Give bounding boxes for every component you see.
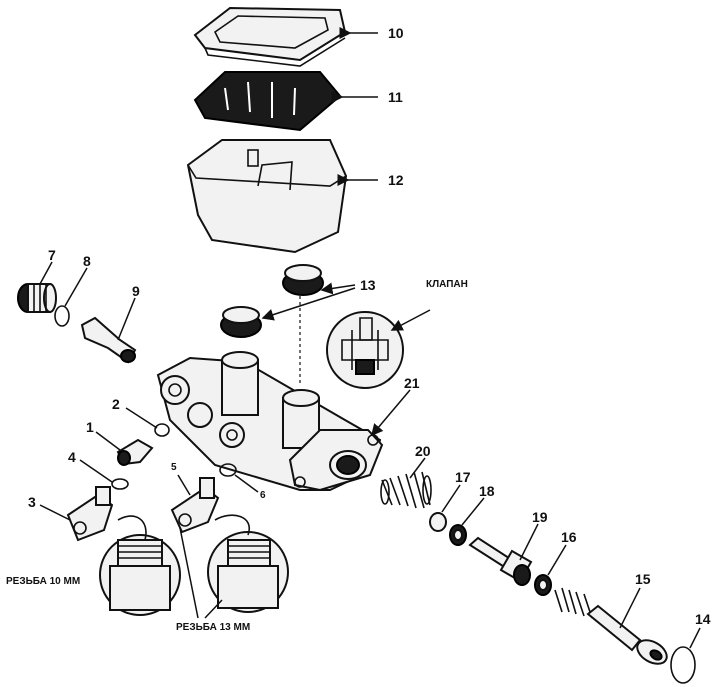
label-6: 6 [260,490,266,501]
leader-1 [95,431,121,451]
arrow-thread-10 [117,515,147,541]
leader-13a [320,282,356,295]
leader-14 [689,627,701,649]
label-5: 5 [171,462,177,473]
label-4: 4 [68,449,76,465]
o-ring-6 [219,463,237,477]
leader-9 [117,297,136,341]
leader-2 [125,407,158,429]
retaining-ring-14 [670,646,696,684]
leader-thread-13b [204,599,223,619]
label-20: 20 [415,443,431,459]
label-19: 19 [532,509,548,525]
label-15: 15 [635,571,651,587]
seal-17 [429,512,447,532]
secondary-piston-19 [468,536,533,586]
leader-4 [79,459,113,483]
label-12: 12 [388,172,404,188]
primary-piston-15 [554,587,668,665]
spring-20 [380,471,432,509]
leader-20 [409,457,426,479]
o-ring-4 [111,478,129,490]
o-ring-2 [154,423,170,437]
fitting-1 [116,438,154,466]
reservoir-body-12 [186,139,348,254]
leader-valve [390,309,431,331]
leader-13b [261,287,356,321]
leader-6 [234,474,259,493]
leader-21 [371,389,411,437]
label-21: 21 [404,375,420,391]
label-16: 16 [561,529,577,545]
master-cylinder-body [156,351,384,492]
arrow-thread-13 [214,514,251,536]
leader-5 [177,474,191,496]
label-11: 11 [388,89,403,105]
label-3: 3 [28,494,36,510]
label-9: 9 [132,283,140,299]
caption-valve: КЛАПАН [426,279,468,290]
valve-inset [326,311,404,389]
grommet-13a [282,264,324,296]
valve-fitting-9 [80,316,137,364]
diaphragm-seal-11 [193,71,342,132]
leader-15 [619,587,641,629]
adapter-3 [66,486,114,542]
caption-thread-10: РЕЗЬБА 10 ММ [6,576,80,587]
o-ring-8 [54,305,70,327]
leader-17 [441,484,461,513]
adapter-5 [170,477,220,534]
leader-7 [39,261,53,285]
label-1: 1 [86,419,94,435]
thread-10-inset [99,534,181,616]
label-17: 17 [455,469,471,485]
label-13: 13 [360,277,376,293]
leader-3 [39,504,71,521]
leader-19 [519,523,539,561]
label-18: 18 [479,483,495,499]
leader-thread-13a [179,527,199,619]
label-14: 14 [695,611,711,627]
label-7: 7 [48,247,56,263]
label-10: 10 [388,25,404,41]
grommet-13b [220,306,262,338]
leader-8 [64,267,88,307]
label-2: 2 [112,396,120,412]
leader-18 [461,497,485,526]
thread-13-inset [207,531,289,613]
leader-16 [547,544,567,576]
caption-thread-13: РЕЗЬБА 13 ММ [176,622,250,633]
plug-7 [17,283,57,313]
reservoir-cap-10 [193,6,347,67]
label-8: 8 [83,253,91,269]
